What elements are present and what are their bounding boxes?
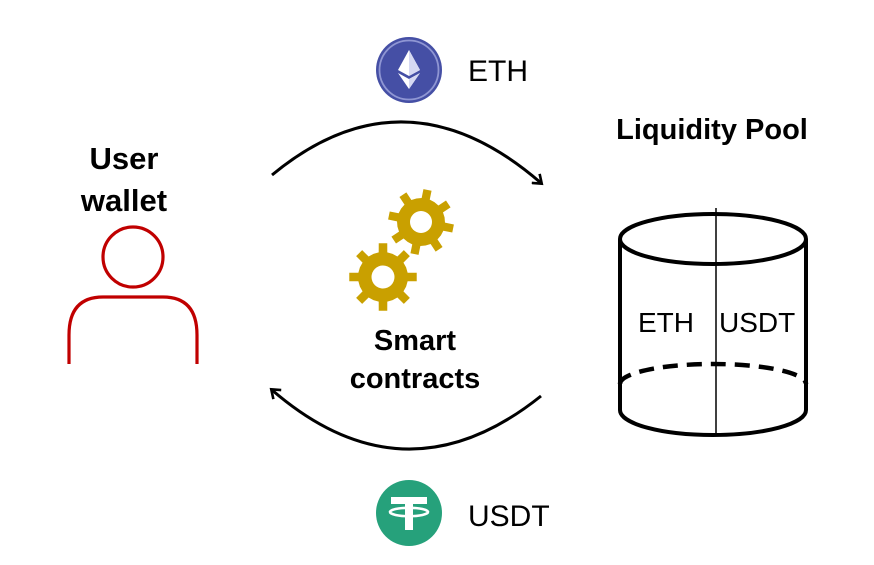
smart-contracts-label: Smart contracts	[320, 322, 510, 398]
gears-icon	[349, 189, 454, 311]
pool-eth-label: ETH	[638, 307, 694, 338]
usdt-token-label: USDT	[468, 500, 550, 533]
arrow-to-wallet	[272, 390, 542, 451]
ethereum-icon	[376, 37, 442, 103]
gear-hole	[371, 265, 395, 289]
smart-contracts-label-line2: contracts	[349, 363, 481, 395]
user-icon	[67, 225, 199, 364]
tether-icon	[376, 480, 442, 546]
cylinder-icon	[617, 208, 809, 437]
user-wallet-label-line2: wallet	[80, 183, 168, 218]
arrow-to-pool	[271, 120, 541, 183]
liquidity-pool-title: Liquidity Pool	[616, 114, 808, 146]
smart-contracts-label-line1: Smart	[373, 325, 457, 357]
user-wallet-label-line1: User	[89, 141, 159, 176]
gear-hole	[410, 211, 432, 233]
eth-token-label: ETH	[468, 55, 528, 88]
user-wallet-label: User wallet	[44, 138, 204, 222]
pool-usdt-label: USDT	[719, 307, 796, 338]
